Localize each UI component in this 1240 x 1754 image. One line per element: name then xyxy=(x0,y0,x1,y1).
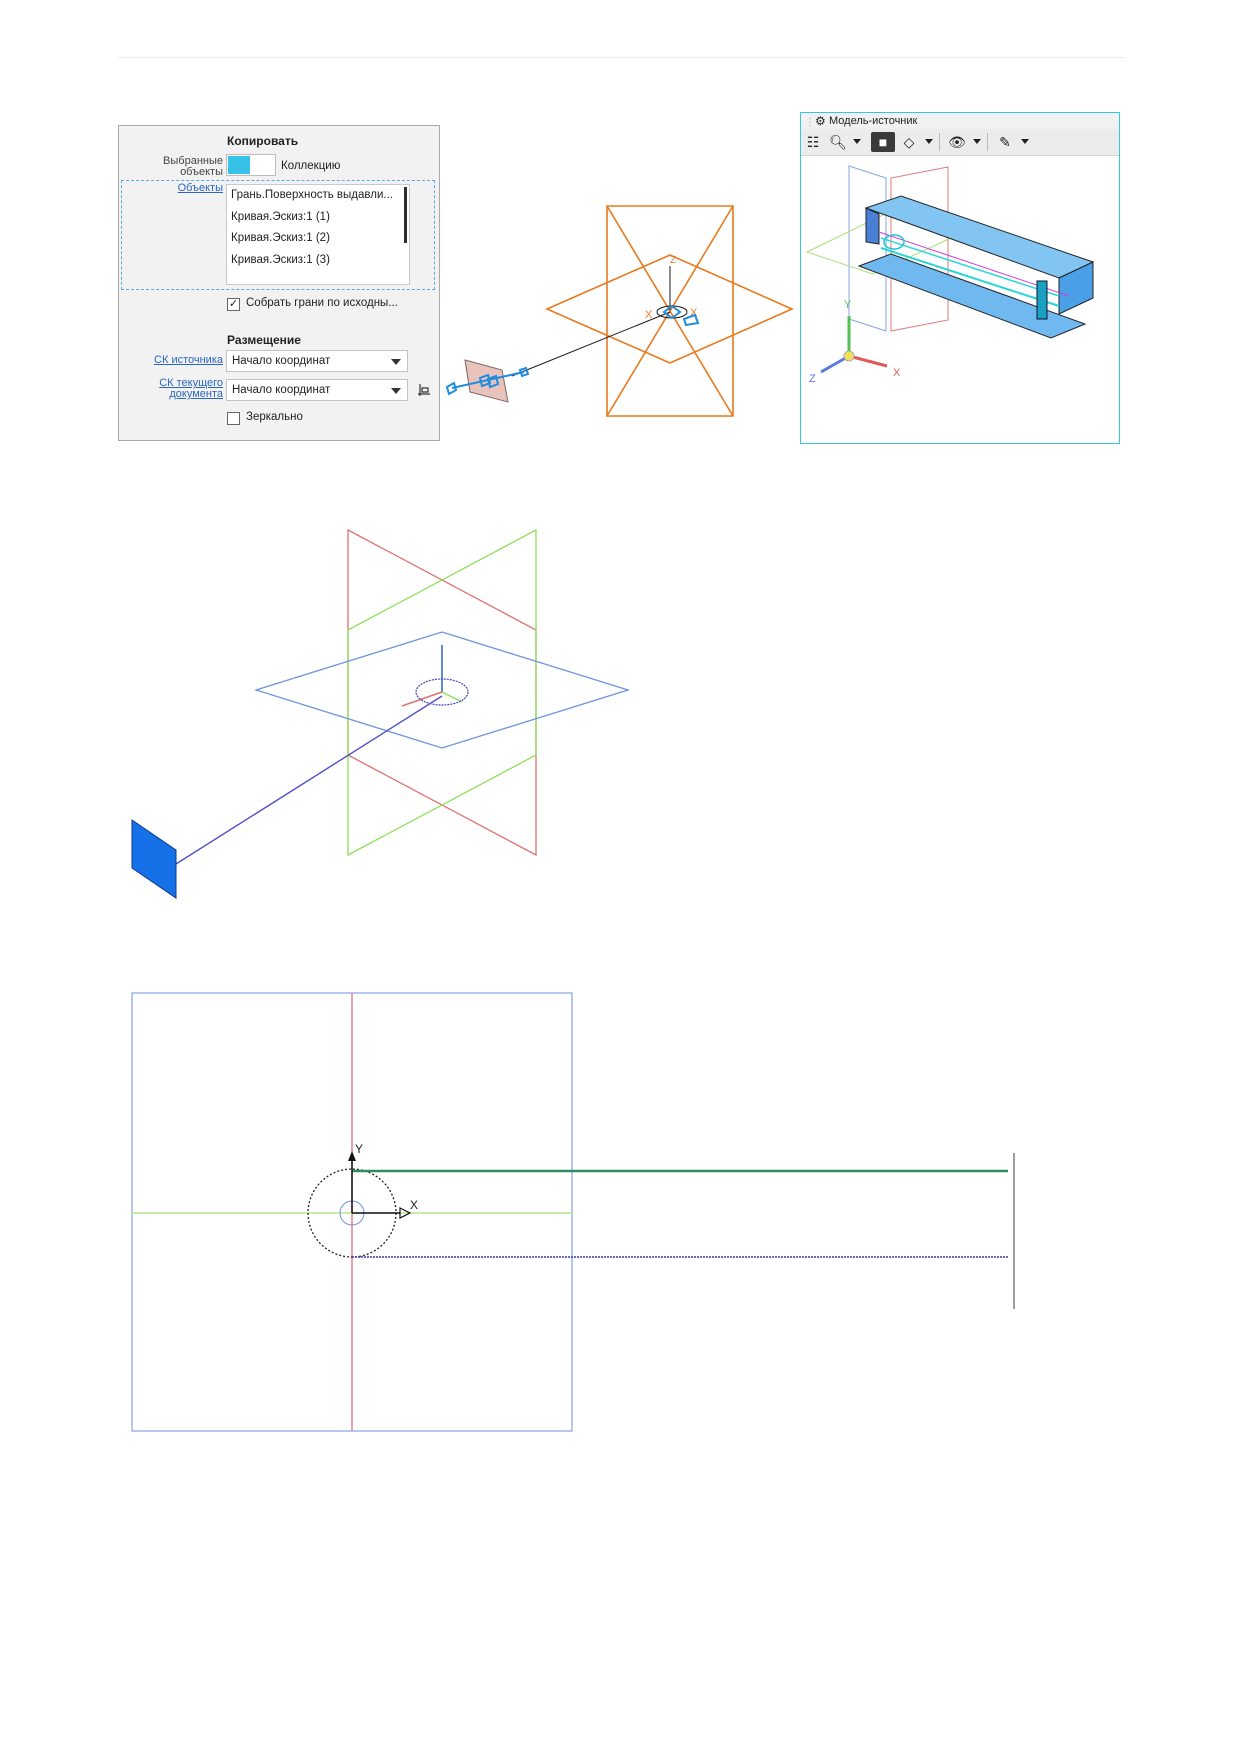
eye-icon[interactable]: 👁︎ xyxy=(948,134,966,150)
display-dropdown-caret[interactable] xyxy=(925,139,933,144)
channel-end-face xyxy=(1058,261,1094,315)
source-cs-value: Начало координат xyxy=(232,355,331,367)
source-model-title-bar: ⋮⋮ ⚙ Модель-источник xyxy=(801,113,1119,129)
edit-dropdown-caret[interactable] xyxy=(1021,139,1029,144)
copy-link-line xyxy=(511,311,671,377)
drag-handle-icon[interactable]: ⋮⋮ xyxy=(805,117,825,128)
collect-faces-label: Собрать грани по исходны... xyxy=(246,297,398,309)
end-cap xyxy=(1036,280,1048,320)
current-cs-select[interactable]: Начало координат xyxy=(226,379,408,401)
panel-title: Копировать xyxy=(227,134,299,148)
horizontal-plane xyxy=(545,254,794,364)
zoom-icon[interactable]: 🔍︎ xyxy=(829,134,847,150)
x-axis-arrow xyxy=(848,354,888,368)
current-cs-value: Начало координат xyxy=(232,384,331,396)
wireframe-cube-icon[interactable]: ◇ xyxy=(903,134,915,150)
x-axis-line xyxy=(441,691,463,703)
model-view-orange[interactable]: Z X X xyxy=(440,190,800,430)
chevron-down-icon xyxy=(391,388,401,394)
x-axis-label-left: X xyxy=(645,309,653,321)
placement-title: Размещение xyxy=(227,333,301,347)
origin-circle xyxy=(883,234,905,250)
collect-faces-checkbox[interactable]: ✓ xyxy=(227,298,240,311)
top-divider xyxy=(118,57,1126,58)
list-item[interactable]: Кривая.Эскиз:1 (2) xyxy=(231,232,330,244)
selected-curve xyxy=(880,237,1060,297)
gear-icon[interactable]: ⚙ xyxy=(815,114,826,128)
x-axis-label: X xyxy=(893,367,901,379)
visibility-dropdown-caret[interactable] xyxy=(973,139,981,144)
chevron-down-icon xyxy=(391,359,401,365)
copied-face xyxy=(131,819,177,899)
sketch-x-label: X xyxy=(410,1198,418,1212)
pen-icon[interactable]: ✎ xyxy=(999,134,1011,150)
sketch-y-label: Y xyxy=(355,1142,363,1156)
manipulator-handle xyxy=(445,381,458,396)
copy-panel: Копировать Выбранные объекты Коллекцию О… xyxy=(118,125,440,441)
list-scrollbar[interactable] xyxy=(404,187,407,243)
y-axis-label: Y xyxy=(844,299,852,311)
selected-objects-label: Выбранные объекты xyxy=(163,155,223,178)
source-model-viewport[interactable]: Y X Z xyxy=(801,156,1119,444)
manipulator-handle xyxy=(662,304,682,320)
manipulator-handle xyxy=(682,313,700,327)
channel-side-face xyxy=(865,207,880,245)
plane-diagonal xyxy=(606,205,734,417)
current-cs-link[interactable]: СК текущего документа xyxy=(159,377,223,400)
blue-plane xyxy=(848,165,887,332)
x-axis-label-right: X xyxy=(690,307,698,319)
coordinate-system-icon[interactable] xyxy=(415,382,431,398)
list-item[interactable]: Кривая.Эскиз:1 (3) xyxy=(231,253,330,266)
origin-circle xyxy=(415,678,469,706)
objects-list[interactable]: Грань.Поверхность выдавли... Кривая.Эски… xyxy=(226,184,410,285)
channel-bottom-face xyxy=(857,253,1087,339)
selected-curve xyxy=(880,247,1060,307)
tree-icon[interactable]: ☷ xyxy=(806,134,820,150)
zoom-dropdown-caret[interactable] xyxy=(853,139,861,144)
objects-group xyxy=(121,180,435,290)
model-view-colored[interactable] xyxy=(120,520,640,910)
y-axis-line xyxy=(401,691,443,707)
selected-color-swatch xyxy=(228,156,250,174)
sketch-view[interactable]: Y X xyxy=(120,985,1040,1435)
source-model-window: ⋮⋮ ⚙ Модель-источник ☷ 🔍︎ ■ ◇ 👁︎ ✎ Y xyxy=(800,112,1120,444)
source-model-title: Модель-источник xyxy=(829,115,918,127)
x-arrowhead xyxy=(399,1207,412,1219)
z-axis-label: Z xyxy=(809,373,816,385)
copy-link-line xyxy=(175,695,443,865)
toolbar-separator xyxy=(987,133,988,151)
shaded-cube-icon[interactable]: ■ xyxy=(871,132,895,152)
green-plane xyxy=(347,528,537,857)
red-plane xyxy=(890,166,949,332)
list-item[interactable]: Грань.Поверхность выдавли... xyxy=(231,189,393,201)
source-model-toolbar: ☷ 🔍︎ ■ ◇ 👁︎ ✎ xyxy=(801,129,1119,156)
plane-diagonal xyxy=(606,205,734,417)
source-cs-link[interactable]: СК источника xyxy=(154,354,223,366)
mirror-checkbox[interactable] xyxy=(227,412,240,425)
manipulator-handle xyxy=(518,366,530,378)
preview-axis xyxy=(451,371,525,389)
source-cs-select[interactable]: Начало координат xyxy=(226,350,408,372)
blue-plane xyxy=(253,631,631,749)
collection-label: Коллекцию xyxy=(281,160,341,172)
origin-point xyxy=(843,350,855,362)
manipulator-handle xyxy=(486,374,500,389)
y-arrowhead xyxy=(348,1151,356,1161)
z-axis-label: Z xyxy=(670,255,676,266)
selected-objects-toggle[interactable] xyxy=(226,154,276,176)
list-item[interactable]: Кривая.Эскиз:1 (1) xyxy=(231,210,330,223)
mirror-label: Зеркально xyxy=(246,411,303,423)
toolbar-separator xyxy=(939,133,940,151)
objects-link[interactable]: Объекты xyxy=(177,182,223,194)
